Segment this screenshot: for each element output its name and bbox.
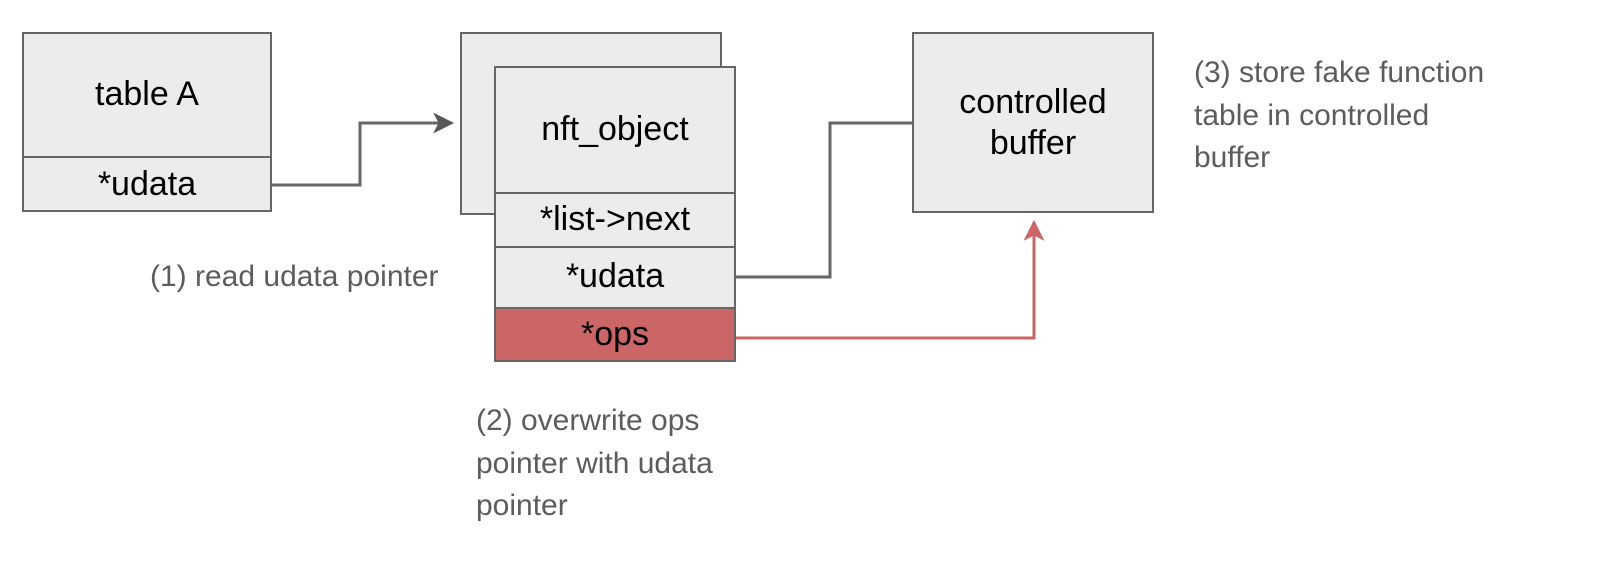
- nft-object-divider-2: [494, 246, 736, 248]
- annotation-step-2: (2) overwrite ops pointer with udata poi…: [476, 404, 713, 523]
- edge-table-a-to-nft-object: [272, 112, 455, 187]
- nft-object-field-ops-row[interactable]: [494, 307, 736, 362]
- annotation-step-1: (1) read udata pointer: [150, 260, 439, 293]
- table-a-divider: [22, 156, 272, 158]
- edge-nft-object-ops-to-buffer: [736, 219, 1045, 340]
- edge-nft-object-udata-to-buffer: [736, 112, 939, 279]
- node-controlled-buffer[interactable]: [912, 32, 1154, 213]
- nft-object-divider-1: [494, 192, 736, 194]
- annotation-step-3: (3) store fake function table in control…: [1194, 56, 1485, 175]
- node-table-a[interactable]: [22, 32, 272, 212]
